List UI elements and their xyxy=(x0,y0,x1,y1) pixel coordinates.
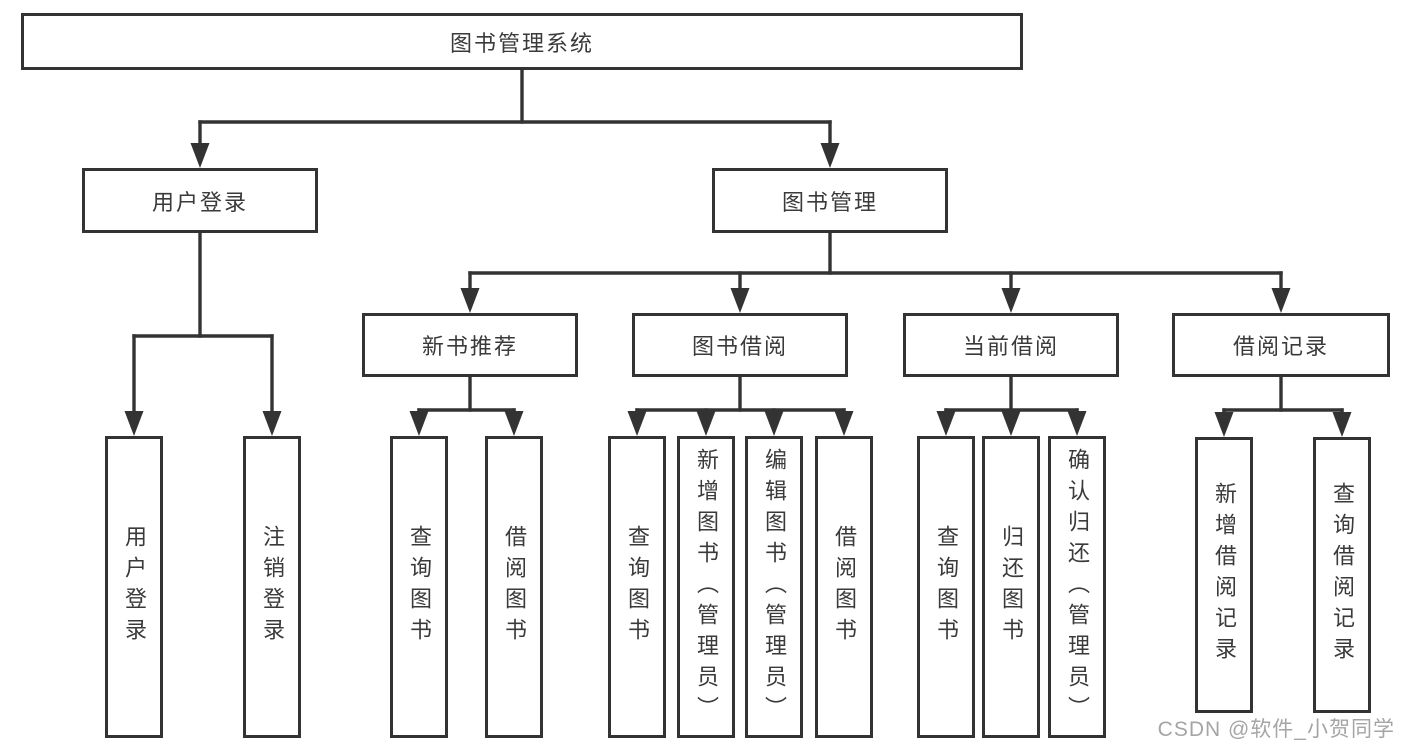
leaf-add-borrow-record-label: 新增借阅记录 xyxy=(1212,482,1237,668)
leaf-return-books: 归还图书 xyxy=(982,436,1040,738)
leaf-user-login-label: 用户登录 xyxy=(122,525,147,649)
leaf-query-borrow-record: 查询借阅记录 xyxy=(1313,437,1371,713)
leaf-query-books-3: 查询图书 xyxy=(917,436,975,738)
leaf-add-borrow-record: 新增借阅记录 xyxy=(1195,437,1253,713)
leaf-confirm-return-admin-label: 确认归还（管理员） xyxy=(1065,447,1090,727)
leaf-confirm-return-admin: 确认归还（管理员） xyxy=(1048,436,1106,738)
leaf-logout-label: 注销登录 xyxy=(260,525,285,649)
leaf-query-books-1-label: 查询图书 xyxy=(407,525,432,649)
node-borrowing-records: 借阅记录 xyxy=(1172,313,1390,377)
node-new-book-recommendation-label: 新书推荐 xyxy=(421,334,518,359)
leaf-query-books-2: 查询图书 xyxy=(608,436,666,738)
node-new-book-recommendation: 新书推荐 xyxy=(362,313,578,377)
leaf-edit-books-admin-label: 编辑图书（管理员） xyxy=(762,447,787,727)
leaf-borrow-books-2: 借阅图书 xyxy=(815,436,873,738)
leaf-add-books-admin: 新增图书（管理员） xyxy=(677,436,735,738)
leaf-borrow-books-1: 借阅图书 xyxy=(485,436,543,738)
node-book-management-label: 图书管理 xyxy=(781,189,878,215)
leaf-query-borrow-record-label: 查询借阅记录 xyxy=(1330,482,1355,668)
node-current-borrowing: 当前借阅 xyxy=(903,313,1119,377)
node-user-login-label: 用户登录 xyxy=(151,189,248,215)
node-root-library-management-system: 图书管理系统 xyxy=(21,13,1023,70)
leaf-user-login: 用户登录 xyxy=(105,436,163,738)
leaf-query-books-3-label: 查询图书 xyxy=(934,525,959,649)
leaf-edit-books-admin: 编辑图书（管理员） xyxy=(745,436,803,738)
leaf-logout: 注销登录 xyxy=(243,436,301,738)
leaf-borrow-books-1-label: 借阅图书 xyxy=(502,525,527,649)
csdn-watermark: CSDN @软件_小贺同学 xyxy=(1157,718,1395,741)
leaf-add-books-admin-label: 新增图书（管理员） xyxy=(694,447,719,727)
leaf-return-books-label: 归还图书 xyxy=(999,525,1024,649)
leaf-query-books-1: 查询图书 xyxy=(390,436,448,738)
node-root-label: 图书管理系统 xyxy=(449,30,594,56)
node-borrowing-records-label: 借阅记录 xyxy=(1232,334,1329,359)
node-book-borrowing: 图书借阅 xyxy=(632,313,848,377)
node-current-borrowing-label: 当前借阅 xyxy=(962,334,1059,359)
node-book-borrowing-label: 图书借阅 xyxy=(691,334,788,359)
node-book-management-branch: 图书管理 xyxy=(712,168,948,233)
leaf-borrow-books-2-label: 借阅图书 xyxy=(832,525,857,649)
node-user-login-branch: 用户登录 xyxy=(82,168,318,233)
leaf-query-books-2-label: 查询图书 xyxy=(625,525,650,649)
